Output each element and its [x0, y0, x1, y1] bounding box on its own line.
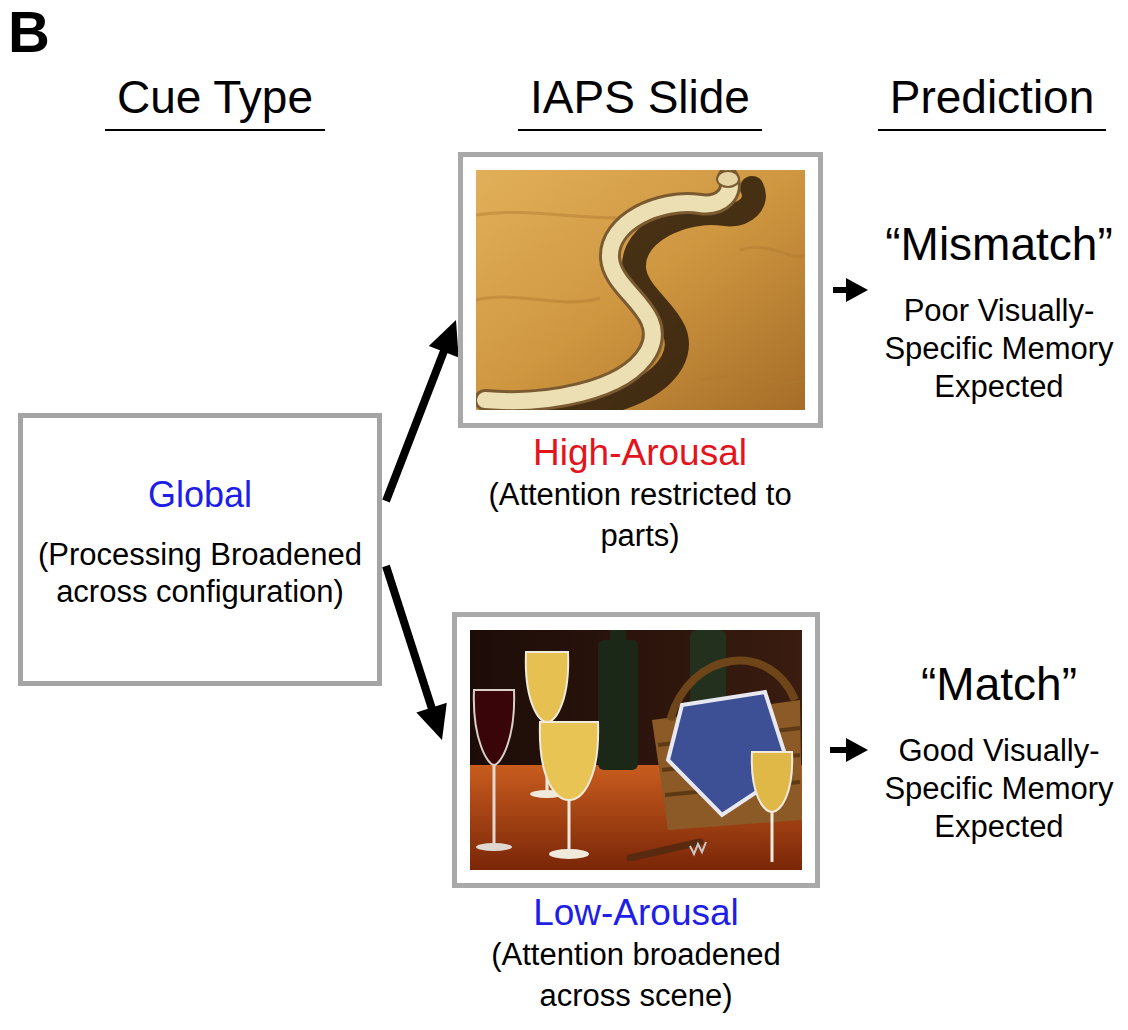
label-holder: IAPS Slide: [440, 72, 840, 131]
arrow-head: [846, 738, 868, 762]
node-body: (Processing Broadened across configurati…: [33, 536, 367, 610]
node-body: (Attention restricted to parts): [470, 475, 810, 556]
snake-photo: [476, 170, 805, 410]
connector-line: [386, 351, 444, 501]
wine-photo: [470, 630, 802, 870]
arrow-head: [846, 278, 868, 302]
picture-node: High-Arousal(Attention restricted to par…: [430, 152, 850, 556]
prediction-node: “Match” Good Visually- Specific Memory Ex…: [874, 657, 1124, 846]
connector-arrow: [833, 278, 868, 302]
node-heading: High-Arousal: [430, 431, 850, 475]
node-body: (Attention broadened across scene): [466, 935, 806, 1016]
cue-box: Global (Processing Broadened across confi…: [18, 413, 382, 686]
column-header: IAPS Slide: [518, 72, 762, 131]
column-header: Prediction: [878, 72, 1107, 131]
column-header: Cue Type: [105, 72, 325, 131]
picture-frame: [452, 612, 820, 888]
label-holder: Cue Type: [15, 72, 415, 131]
picture-node: Low-Arousal(Attention broadened across s…: [426, 612, 846, 1016]
picture-frame: [458, 152, 823, 428]
connector-arrow: [386, 566, 447, 740]
node-heading: Global: [33, 473, 367, 516]
node-body: Good Visually- Specific Memory Expected: [874, 732, 1124, 845]
arrow-head: [429, 320, 459, 357]
connector-line: [833, 287, 847, 293]
node-heading: “Match”: [874, 657, 1124, 712]
node-heading: “Mismatch”: [874, 217, 1124, 272]
connector-arrow: [830, 738, 868, 762]
arrow-head: [416, 703, 446, 740]
label-holder: Prediction: [792, 72, 1128, 131]
node-body: Poor Visually- Specific Memory Expected: [874, 292, 1124, 405]
prediction-node: “Mismatch” Poor Visually- Specific Memory…: [874, 217, 1124, 406]
connector-line: [386, 566, 432, 709]
label-holder: B: [8, 0, 88, 64]
connector-arrow: [386, 320, 459, 501]
node-heading: Low-Arousal: [426, 891, 846, 935]
connector-line: [830, 747, 847, 753]
panel-letter: B: [8, 0, 50, 64]
